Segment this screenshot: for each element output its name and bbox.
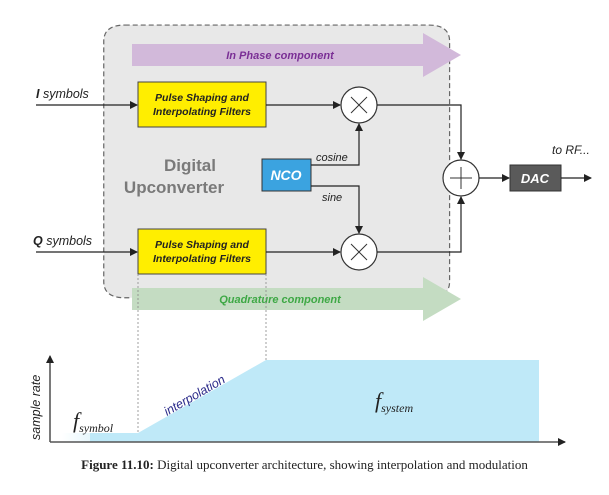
filter-bottom-line2: Interpolating Filters [153,253,251,265]
caption-number: Figure 11.10: [81,457,154,472]
in-phase-label: In Phase component [226,50,335,62]
block-title-line2: Upconverter [124,178,225,197]
rate-fill-main [90,360,539,442]
mixer-bottom-to-adder [377,196,465,253]
filter-top-box [137,81,267,128]
filter-bottom-line1: Pulse Shaping and [155,239,250,251]
filter-top-line1: Pulse Shaping and [155,92,250,104]
sine-line [311,185,363,234]
nco-label: NCO [270,167,301,183]
quadrature-label: Quadrature component [219,294,342,306]
dac-label: DAC [521,171,550,186]
filter-top-line2: Interpolating Filters [153,106,251,118]
q-symbols-label: Q symbols [33,234,92,248]
caption-text: Digital upconverter architecture, showin… [153,457,528,472]
f-symbol-label: fsymbol [73,408,114,435]
mixer-bottom [340,233,378,271]
mixer-top [340,86,378,124]
in-phase-arrow [132,33,461,77]
mixer-top-to-adder [377,104,465,160]
output-label: to RF... [552,143,590,157]
y-axis-label: sample rate [29,375,43,440]
cosine-line [311,123,363,166]
sine-label: sine [322,192,342,204]
block-title-line1: Digital [164,156,216,175]
quadrature-arrow [132,277,461,321]
i-symbols-label: I symbols [36,87,89,101]
figure-caption: Figure 11.10: Digital upconverter archit… [0,457,609,473]
f-system-label: fsystem [375,388,413,415]
nco-box [261,158,312,192]
adder [442,159,480,197]
filter-bottom-box [137,228,267,275]
cosine-label: cosine [316,152,348,164]
